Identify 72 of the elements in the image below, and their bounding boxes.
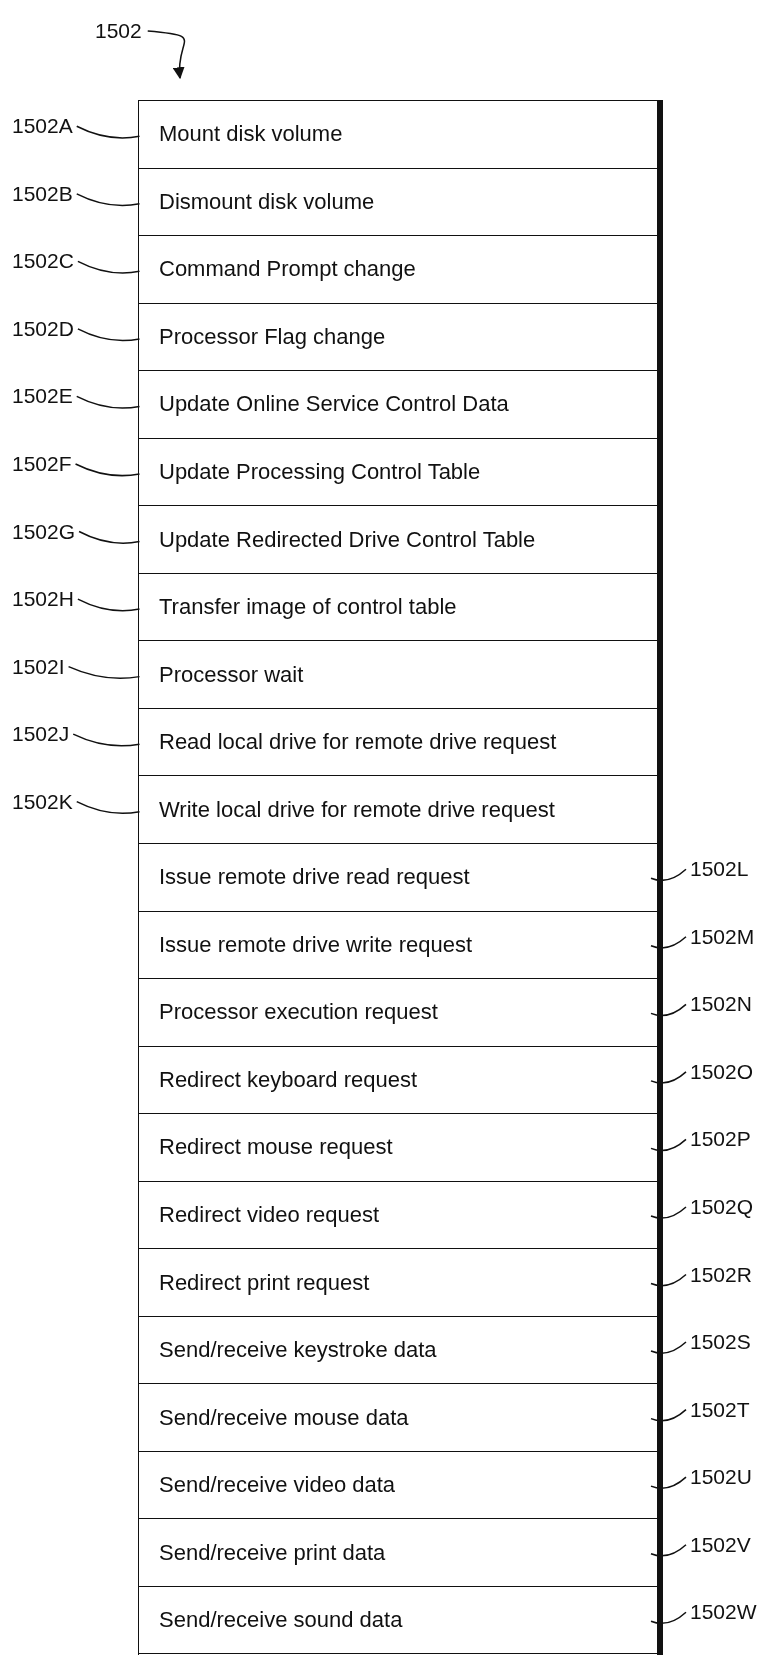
leader-line [76,800,141,815]
table-row: Send/receive keystroke data [139,1316,657,1385]
table-row: Redirect print request [139,1249,657,1317]
leader-line [72,733,141,747]
reference-numeral: 1502E [12,383,73,410]
leader-line [77,328,141,342]
table-row: Issue remote drive write request [139,911,657,980]
reference-numeral: 1502L [690,856,749,883]
leader-line [67,665,141,679]
reference-numeral: 1502N [690,991,752,1018]
leader-line [650,1206,687,1219]
table-row: Send/receive print data [139,1519,657,1587]
reference-numeral: 1502G [12,518,76,545]
reference-numeral: 1502C [12,248,74,275]
table-row: Transfer image of control table [139,573,657,642]
table-row: Processor Flag change [139,303,657,372]
leader-line [650,1476,687,1489]
leader-line [77,260,141,274]
reference-numeral: 1502D [12,315,74,342]
table-row: Write local drive for remote drive request [139,776,657,844]
leader-line [76,395,141,409]
table-frame [138,100,663,1655]
table-row: Read local drive for remote drive request [139,708,657,777]
table-row: Processor wait [139,641,657,709]
table-row: Command Prompt change [139,236,657,304]
reference-numeral: 1502Q [690,1193,754,1220]
leader-line [650,1341,687,1354]
table-row: Send/receive sound data [139,1586,657,1655]
reference-numeral: 1502P [690,1126,751,1153]
leader-line [76,193,141,207]
leader-line [650,1543,687,1557]
reference-numeral: 1502T [690,1396,750,1423]
reference-numeral: 1502O [690,1058,754,1085]
table-row: Processor execution request [139,979,657,1047]
reference-numeral: 1502K [12,788,73,815]
reference-numeral: 1502S [690,1329,751,1356]
table-row: Redirect keyboard request [139,1046,657,1115]
table-row: Redirect video request [139,1181,657,1250]
table-row: Dismount disk volume [139,168,657,237]
table-row: Mount disk volume [139,101,657,169]
leader-line [650,1273,687,1287]
reference-numeral: 1502V [690,1531,751,1558]
table-row: Redirect mouse request [139,1114,657,1182]
table-row: Update Redirected Drive Control Table [139,506,657,574]
leader-line [77,598,141,612]
table-row: Update Online Service Control Data [139,371,657,439]
leader-line [650,1138,687,1152]
table-row: Issue remote drive read request [139,843,657,912]
leader-line [650,868,687,882]
arrow [146,30,186,80]
reference-numeral: 1502I [12,653,65,680]
table-row: Send/receive video data [139,1451,657,1520]
leader-line [650,936,687,949]
reference-numeral: 1502U [690,1464,752,1491]
reference-numeral: 1502W [690,1599,757,1626]
leader-line [650,1003,687,1017]
leader-line [78,530,141,544]
reference-numeral: 1502H [12,586,74,613]
reference-numeral: 1502B [12,180,73,207]
table-row: Update Processing Control Table [139,438,657,507]
leader-line [650,1611,687,1625]
reference-numeral: 1502A [12,113,73,140]
leader-line [650,1071,687,1084]
reference-numeral: 1502 [95,18,142,44]
reference-numeral: 1502R [690,1261,752,1288]
reference-numeral: 1502F [12,451,72,477]
leader-line [76,125,141,139]
leader-line [74,463,141,477]
reference-numeral: 1502M [690,923,755,950]
leader-line [650,1408,687,1422]
reference-numeral: 1502J [12,721,70,748]
table-row: Send/receive mouse data [139,1384,657,1452]
